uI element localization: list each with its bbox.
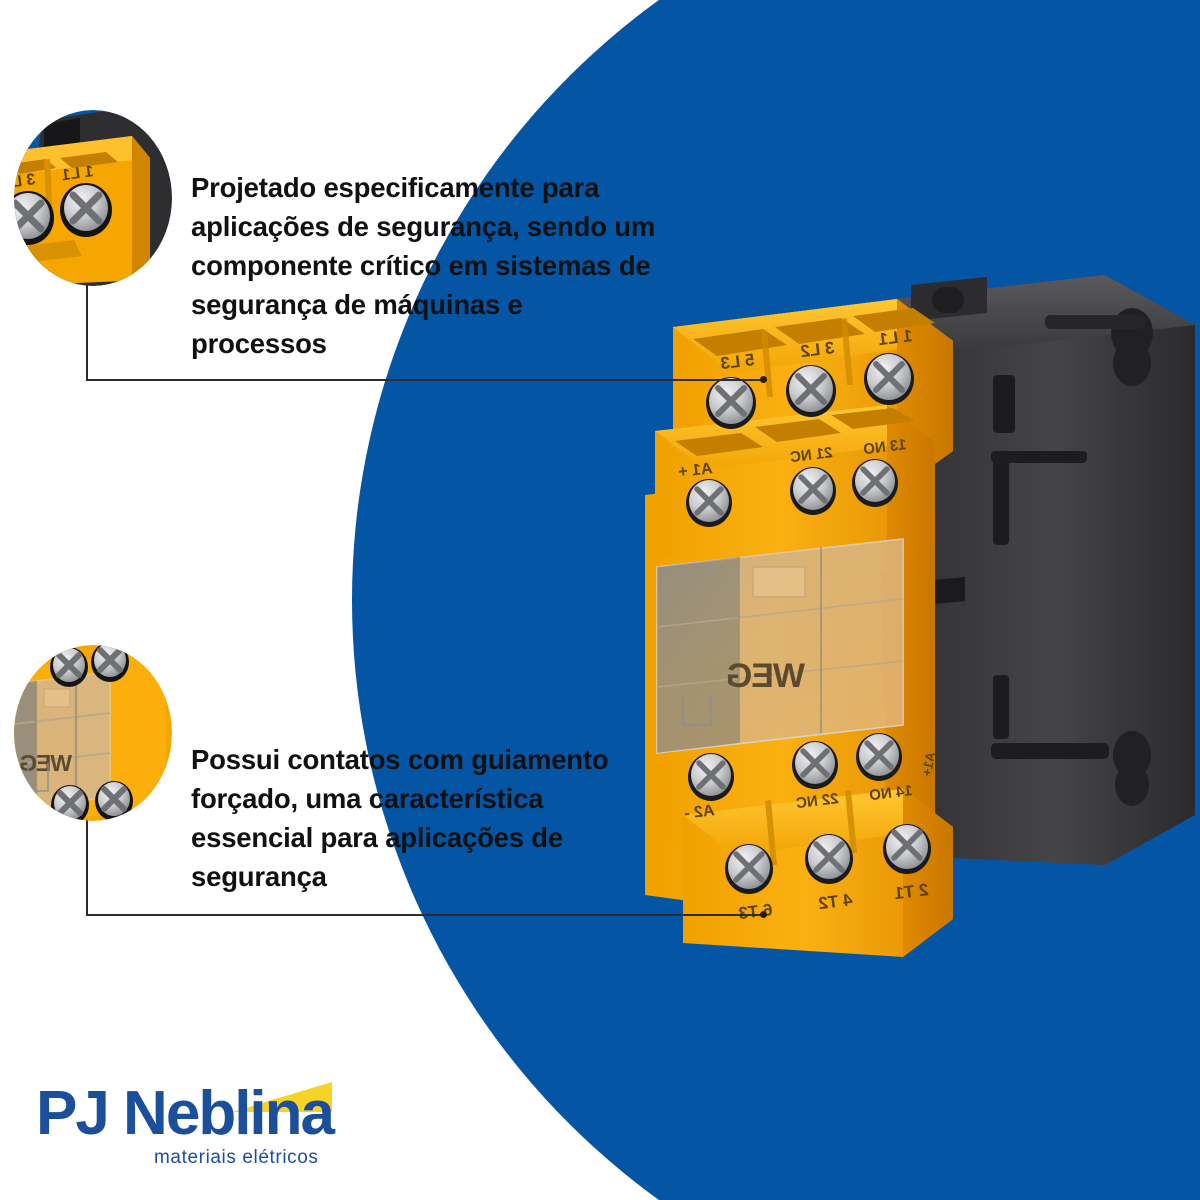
svg-text:2 T1: 2 T1 (893, 880, 929, 903)
svg-text:4 T2: 4 T2 (817, 890, 853, 913)
svg-text:13 NO: 13 NO (862, 436, 907, 458)
svg-text:A1 +: A1 + (677, 460, 713, 481)
svg-text:1 L1: 1 L1 (60, 163, 94, 184)
svg-text:21 NC: 21 NC (789, 444, 833, 466)
callout-2-text: Possui contatos com guiamento forçado, u… (191, 744, 609, 892)
callout-2-thumbnail: WEG (14, 645, 172, 821)
callout-1-text: Projetado especificamente para aplicaçõe… (191, 172, 656, 359)
callout-2-connector-vertical (86, 820, 88, 915)
svg-text:3 L2: 3 L2 (14, 171, 37, 192)
product-dark-housing (867, 275, 1195, 865)
product-terminal-screws (686, 353, 931, 894)
svg-text:A1+: A1+ (919, 751, 938, 778)
logo-yellow-accent (232, 1082, 332, 1112)
svg-text:22 NC: 22 NC (795, 790, 839, 812)
svg-text:14 NO: 14 NO (868, 782, 913, 804)
callout-2-connector-dot (760, 911, 767, 918)
callout-1-thumbnail: 3 L2 1 L1 (14, 110, 172, 286)
logo-tagline: materiais elétricos (154, 1147, 319, 1168)
svg-text:1 L1: 1 L1 (877, 326, 913, 349)
product-clear-cover: WEG (656, 538, 904, 754)
svg-text:3 L2: 3 L2 (799, 338, 835, 361)
callout-1-connector-dot (760, 376, 767, 383)
brand-logo[interactable]: PJ Neblina materiais elétricos (36, 1068, 366, 1172)
product-image-contactor: WEG (635, 255, 1195, 975)
callout-1-connector-vertical (86, 285, 88, 380)
callout-1-connector-horizontal (86, 379, 764, 381)
logo-wordmark: PJ Neblina (36, 1079, 336, 1148)
svg-text:5 L3: 5 L3 (719, 350, 755, 373)
svg-text:WEG: WEG (727, 657, 805, 695)
svg-text:A2 -: A2 - (683, 802, 715, 823)
callout-2-connector-horizontal (86, 914, 764, 916)
